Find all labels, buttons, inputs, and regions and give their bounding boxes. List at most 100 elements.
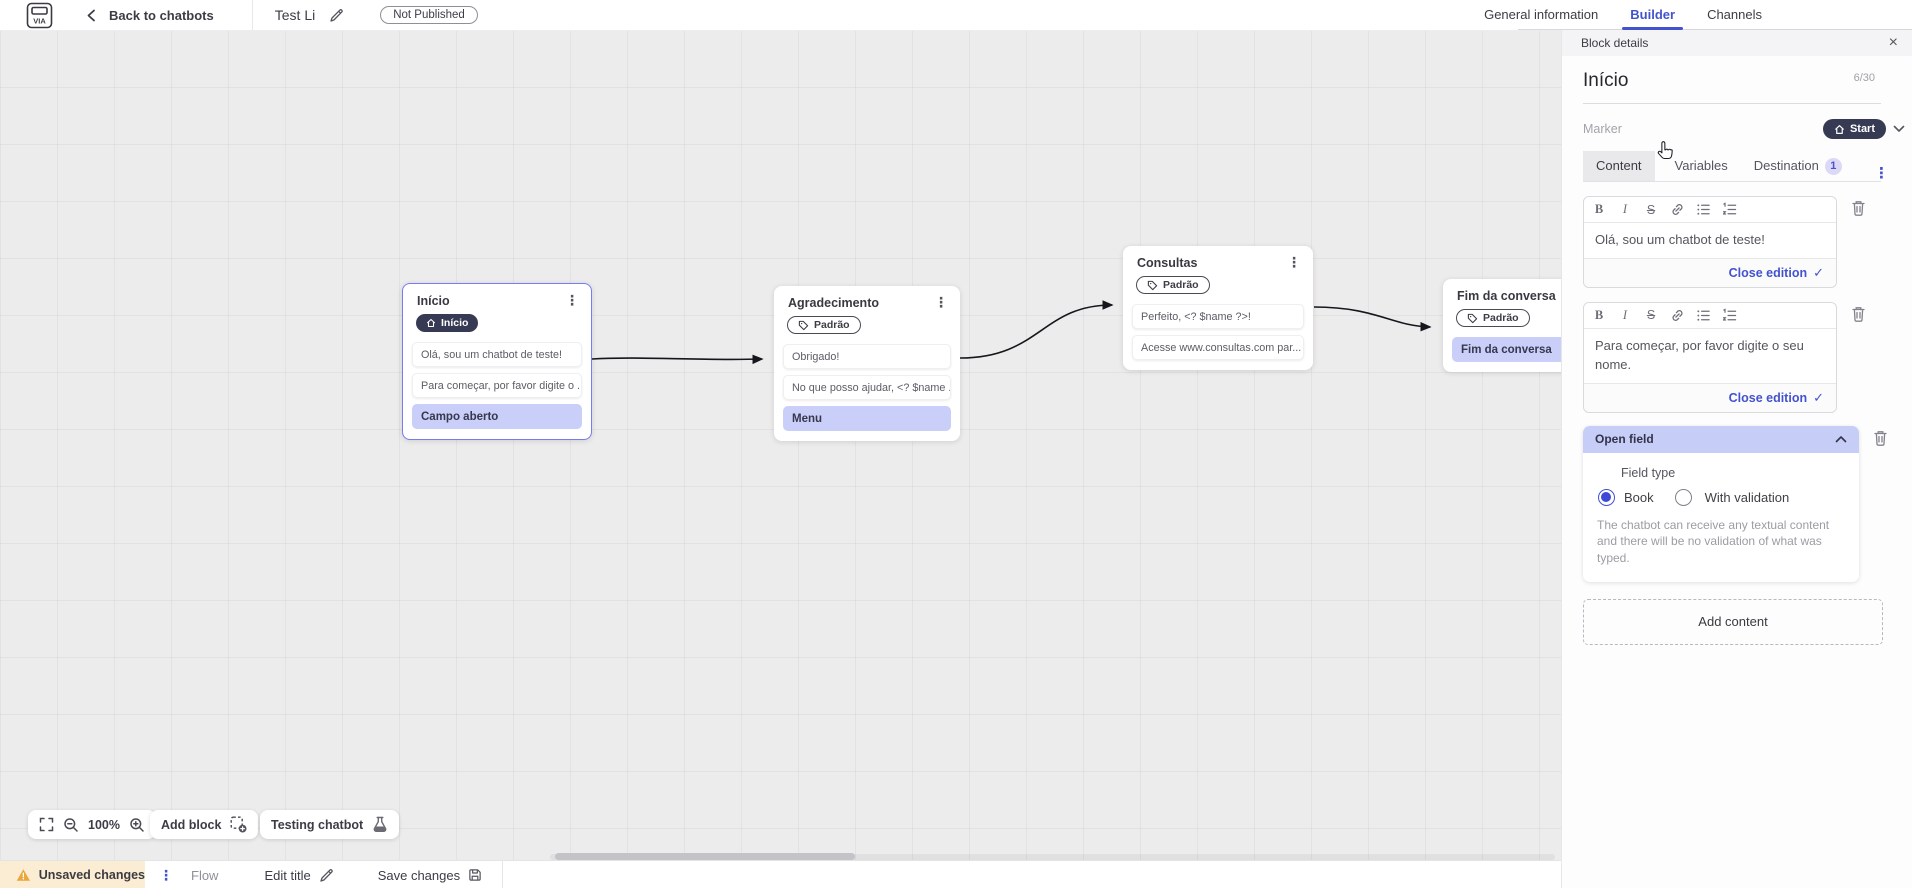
char-counter: 6/30 (1853, 72, 1875, 84)
message-text[interactable]: Para começar, por favor digite o seu nom… (1584, 328, 1836, 384)
panel-tabs-kebab-icon[interactable]: ⋮ (1874, 165, 1889, 182)
connector-consultas-fim (1313, 306, 1432, 332)
edit-title-pencil-icon[interactable] (329, 8, 344, 23)
destination-count-badge: 1 (1824, 157, 1842, 175)
block-name-value[interactable]: Início (1583, 70, 1629, 91)
tab-builder[interactable]: Builder (1622, 0, 1683, 30)
delete-content-button[interactable] (1872, 429, 1889, 447)
block-row-open-field[interactable]: Campo aberto (412, 404, 582, 429)
unsaved-changes-indicator: Unsaved changes (0, 861, 145, 888)
start-marker-badge: Início (416, 314, 479, 332)
flow-block-inicio[interactable]: Início ⋮ Início Olá, sou um chatbot de t… (402, 283, 592, 440)
warning-icon (16, 869, 30, 881)
topbar-left: VIA Back to chatbots Test Li Not Publish… (0, 0, 478, 30)
open-field-header[interactable]: Open field (1583, 425, 1859, 453)
link-icon[interactable] (1664, 197, 1690, 222)
testing-chatbot-button[interactable]: Testing chatbot (260, 810, 400, 839)
svg-text:VIA: VIA (33, 16, 46, 25)
delete-content-button[interactable] (1850, 305, 1867, 323)
horizontal-scrollbar-track[interactable] (550, 854, 1555, 860)
strikethrough-icon[interactable]: S (1646, 202, 1656, 217)
kebab-menu-icon[interactable]: ⋮ (1287, 254, 1301, 270)
tab-channels[interactable]: Channels (1707, 7, 1762, 22)
bullet-list-icon[interactable] (1690, 197, 1716, 222)
block-row[interactable]: Olá, sou um chatbot de teste! (412, 342, 582, 367)
connector-agradecimento-consultas (959, 300, 1114, 359)
zoom-toolbar: 100% (28, 810, 156, 839)
numbered-list-icon[interactable] (1716, 197, 1742, 222)
flow-canvas[interactable]: Início ⋮ Início Olá, sou um chatbot de t… (0, 30, 1561, 860)
delete-content-button[interactable] (1850, 199, 1867, 217)
block-row-end[interactable]: Fim da conversa (1452, 337, 1561, 362)
bottom-status-bar: Unsaved changes ⋮ Flow Edit title Save c… (0, 860, 1561, 888)
chatbot-title[interactable]: Test Li (274, 7, 316, 23)
marker-dropdown[interactable]: Start (1822, 119, 1905, 139)
bold-icon[interactable]: B (1594, 307, 1604, 322)
editor-toolbar: B I S (1584, 302, 1836, 329)
strikethrough-icon[interactable]: S (1646, 308, 1656, 322)
close-edition-button[interactable]: Close edition (1728, 265, 1808, 280)
text-editor[interactable]: B I S Para começar, por favor di (1583, 301, 1837, 413)
add-block-icon (230, 816, 247, 833)
flow-options-kebab-icon[interactable]: ⋮ (159, 866, 173, 883)
tab-destination[interactable]: Destination 1 (1754, 151, 1842, 181)
save-floppy-icon (469, 869, 481, 881)
flow-block-consultas[interactable]: Consultas ⋮ Padrão Perfeito, <? $name ?>… (1123, 246, 1313, 370)
block-row-menu[interactable]: Menu (783, 406, 951, 431)
close-edition-button[interactable]: Close edition (1728, 390, 1808, 405)
block-row[interactable]: Para começar, por favor digite o ... (412, 373, 582, 398)
bold-icon[interactable]: B (1594, 202, 1604, 216)
marker-row: Marker Start (1583, 117, 1905, 141)
radio-book[interactable] (1598, 488, 1615, 506)
zoom-in-icon[interactable] (129, 817, 145, 833)
add-block-button[interactable]: Add block (150, 810, 259, 839)
radio-with-validation-label[interactable]: With validation (1704, 489, 1790, 505)
block-row[interactable]: Perfeito, <? $name ?>! (1132, 304, 1304, 329)
zoom-out-icon[interactable] (63, 817, 79, 833)
text-editor[interactable]: B I S Olá, sou um chatbot de tes (1583, 196, 1837, 288)
back-to-chatbots-link[interactable]: Back to chatbots (85, 8, 214, 23)
horizontal-scrollbar-thumb[interactable] (555, 853, 855, 860)
tab-variables[interactable]: Variables (1674, 158, 1728, 173)
panel-tabs: Content Variables Destination 1 (1583, 151, 1881, 182)
italic-icon[interactable]: I (1622, 307, 1628, 322)
unsaved-changes-label: Unsaved changes (38, 868, 145, 882)
tag-icon (1467, 313, 1478, 323)
tab-general-information[interactable]: General information (1484, 7, 1599, 22)
field-type-label: Field type (1621, 465, 1676, 480)
kebab-menu-icon[interactable]: ⋮ (934, 294, 948, 310)
chatbot-title-group: Test Li (275, 7, 344, 23)
save-changes-button[interactable]: Save changes (378, 868, 482, 883)
italic-icon[interactable]: I (1622, 202, 1628, 216)
default-marker-badge: Padrão (787, 316, 861, 334)
block-row[interactable]: No que posso ajudar, <? $name ... (783, 375, 951, 400)
content-item: Open field Field type Book With validati… (1583, 425, 1912, 582)
block-name-field[interactable]: Início 6/30 (1583, 70, 1881, 104)
numbered-list-icon[interactable] (1716, 303, 1742, 328)
message-text[interactable]: Olá, sou um chatbot de teste! (1584, 223, 1836, 259)
editor-footer: Close edition ✓ (1584, 383, 1836, 412)
close-panel-icon[interactable]: × (1888, 34, 1898, 51)
radio-book-label[interactable]: Book (1624, 489, 1654, 505)
link-icon[interactable] (1664, 303, 1690, 328)
open-field-title: Open field (1595, 432, 1654, 446)
app-logo-icon[interactable]: VIA (26, 2, 53, 29)
edit-title-button[interactable]: Edit title (264, 868, 333, 883)
bottombar-divider (502, 861, 504, 888)
kebab-menu-icon[interactable]: ⋮ (565, 292, 579, 308)
add-content-button[interactable]: Add content (1583, 598, 1883, 645)
fullscreen-icon[interactable] (39, 817, 54, 832)
tab-content[interactable]: Content (1583, 151, 1655, 181)
tag-icon (1147, 280, 1158, 290)
marker-label: Marker (1583, 122, 1622, 136)
editor-toolbar: B I S (1584, 197, 1836, 223)
home-icon (1834, 124, 1844, 134)
block-row[interactable]: Acesse www.consultas.com par... (1132, 335, 1304, 360)
bullet-list-icon[interactable] (1690, 303, 1716, 328)
radio-with-validation[interactable] (1674, 488, 1692, 506)
flow-block-agradecimento[interactable]: Agradecimento ⋮ Padrão Obrigado! No que … (774, 286, 960, 441)
block-row[interactable]: Obrigado! (783, 344, 951, 369)
flow-block-fim-da-conversa[interactable]: Fim da conversa Padrão Fim da conversa (1443, 279, 1561, 372)
trash-icon (1852, 201, 1865, 216)
check-icon: ✓ (1813, 264, 1824, 280)
